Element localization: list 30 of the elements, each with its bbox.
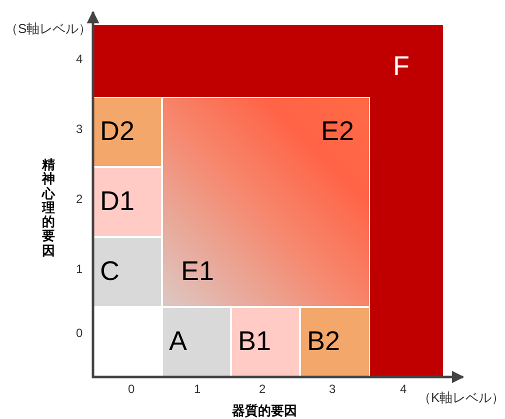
axis-title: 精神心理的要因 [42, 158, 55, 258]
zone-letter: C [100, 258, 120, 285]
axis-title: 器質的要因 [232, 404, 297, 417]
zone-letter: F [393, 53, 410, 80]
axis-title: （S軸レベル） [5, 22, 92, 35]
tick-label: 1 [76, 263, 83, 275]
zone-cell [300, 307, 370, 377]
zone-letter: A [169, 328, 188, 355]
axis-title: （K軸レベル） [418, 391, 505, 404]
zone-letter: B2 [307, 328, 340, 355]
zone-cell [162, 307, 231, 377]
zone-letter: B1 [238, 328, 272, 355]
zone-cell [93, 97, 162, 167]
zone-cell [93, 237, 162, 307]
tick-label: 2 [76, 193, 83, 205]
tick-label: 1 [194, 383, 201, 395]
tick-label: 3 [76, 123, 83, 135]
zone-letter: D2 [100, 118, 135, 145]
tick-label: 0 [128, 383, 135, 395]
zone-letter: E2 [321, 118, 354, 145]
zone-letter: E1 [181, 258, 214, 285]
zone-letter: D1 [100, 188, 135, 215]
zone-cell [231, 307, 300, 377]
tick-label: 2 [259, 383, 266, 395]
zone-cell [162, 97, 370, 307]
zone-cell [93, 167, 162, 237]
tick-label: 3 [329, 383, 336, 395]
tick-label: 4 [76, 53, 83, 65]
tick-label: 0 [76, 327, 83, 339]
tick-label: 4 [400, 383, 407, 395]
